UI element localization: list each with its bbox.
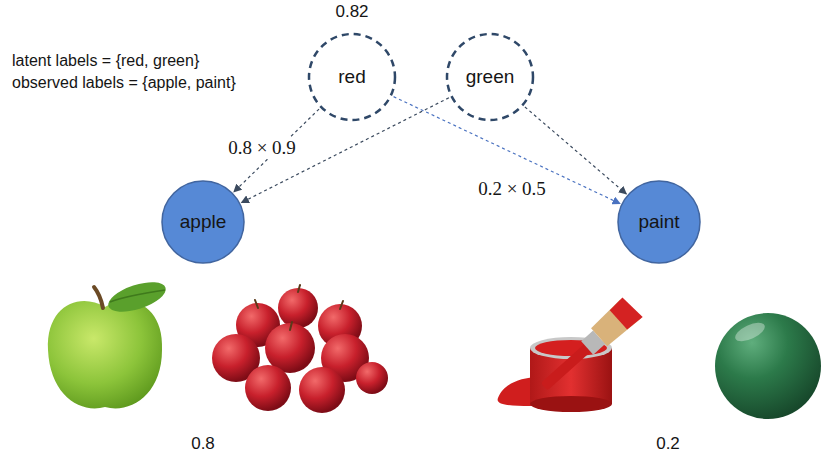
circle-outline bbox=[447, 34, 533, 120]
node-label: red bbox=[338, 66, 365, 88]
probability-value: 0.82 bbox=[335, 2, 368, 22]
circle-outline bbox=[618, 181, 700, 263]
observed-node: paint bbox=[617, 180, 701, 264]
paint-can bbox=[498, 296, 643, 412]
apple-stems bbox=[255, 285, 343, 330]
node-label: apple bbox=[180, 211, 227, 233]
latent-node: red bbox=[307, 32, 397, 122]
observed-node: apple bbox=[161, 180, 245, 264]
node-label: paint bbox=[638, 211, 679, 233]
red-apples bbox=[212, 288, 388, 413]
circle-outline bbox=[162, 181, 244, 263]
edge-label: 0.8 × 0.9 bbox=[225, 137, 299, 159]
node-label: green bbox=[466, 66, 515, 88]
green-paint bbox=[715, 313, 821, 419]
probability-value: 0.8 bbox=[191, 434, 215, 454]
note-text: latent labels = {red, green} bbox=[12, 52, 199, 70]
edge-label: 0.2 × 0.5 bbox=[475, 178, 549, 200]
probability-value: 0.2 bbox=[656, 434, 680, 454]
note-text: observed labels = {apple, paint} bbox=[12, 74, 236, 92]
circle-outline bbox=[309, 34, 395, 120]
latent-node: green bbox=[445, 32, 535, 122]
green-apple bbox=[48, 276, 169, 408]
